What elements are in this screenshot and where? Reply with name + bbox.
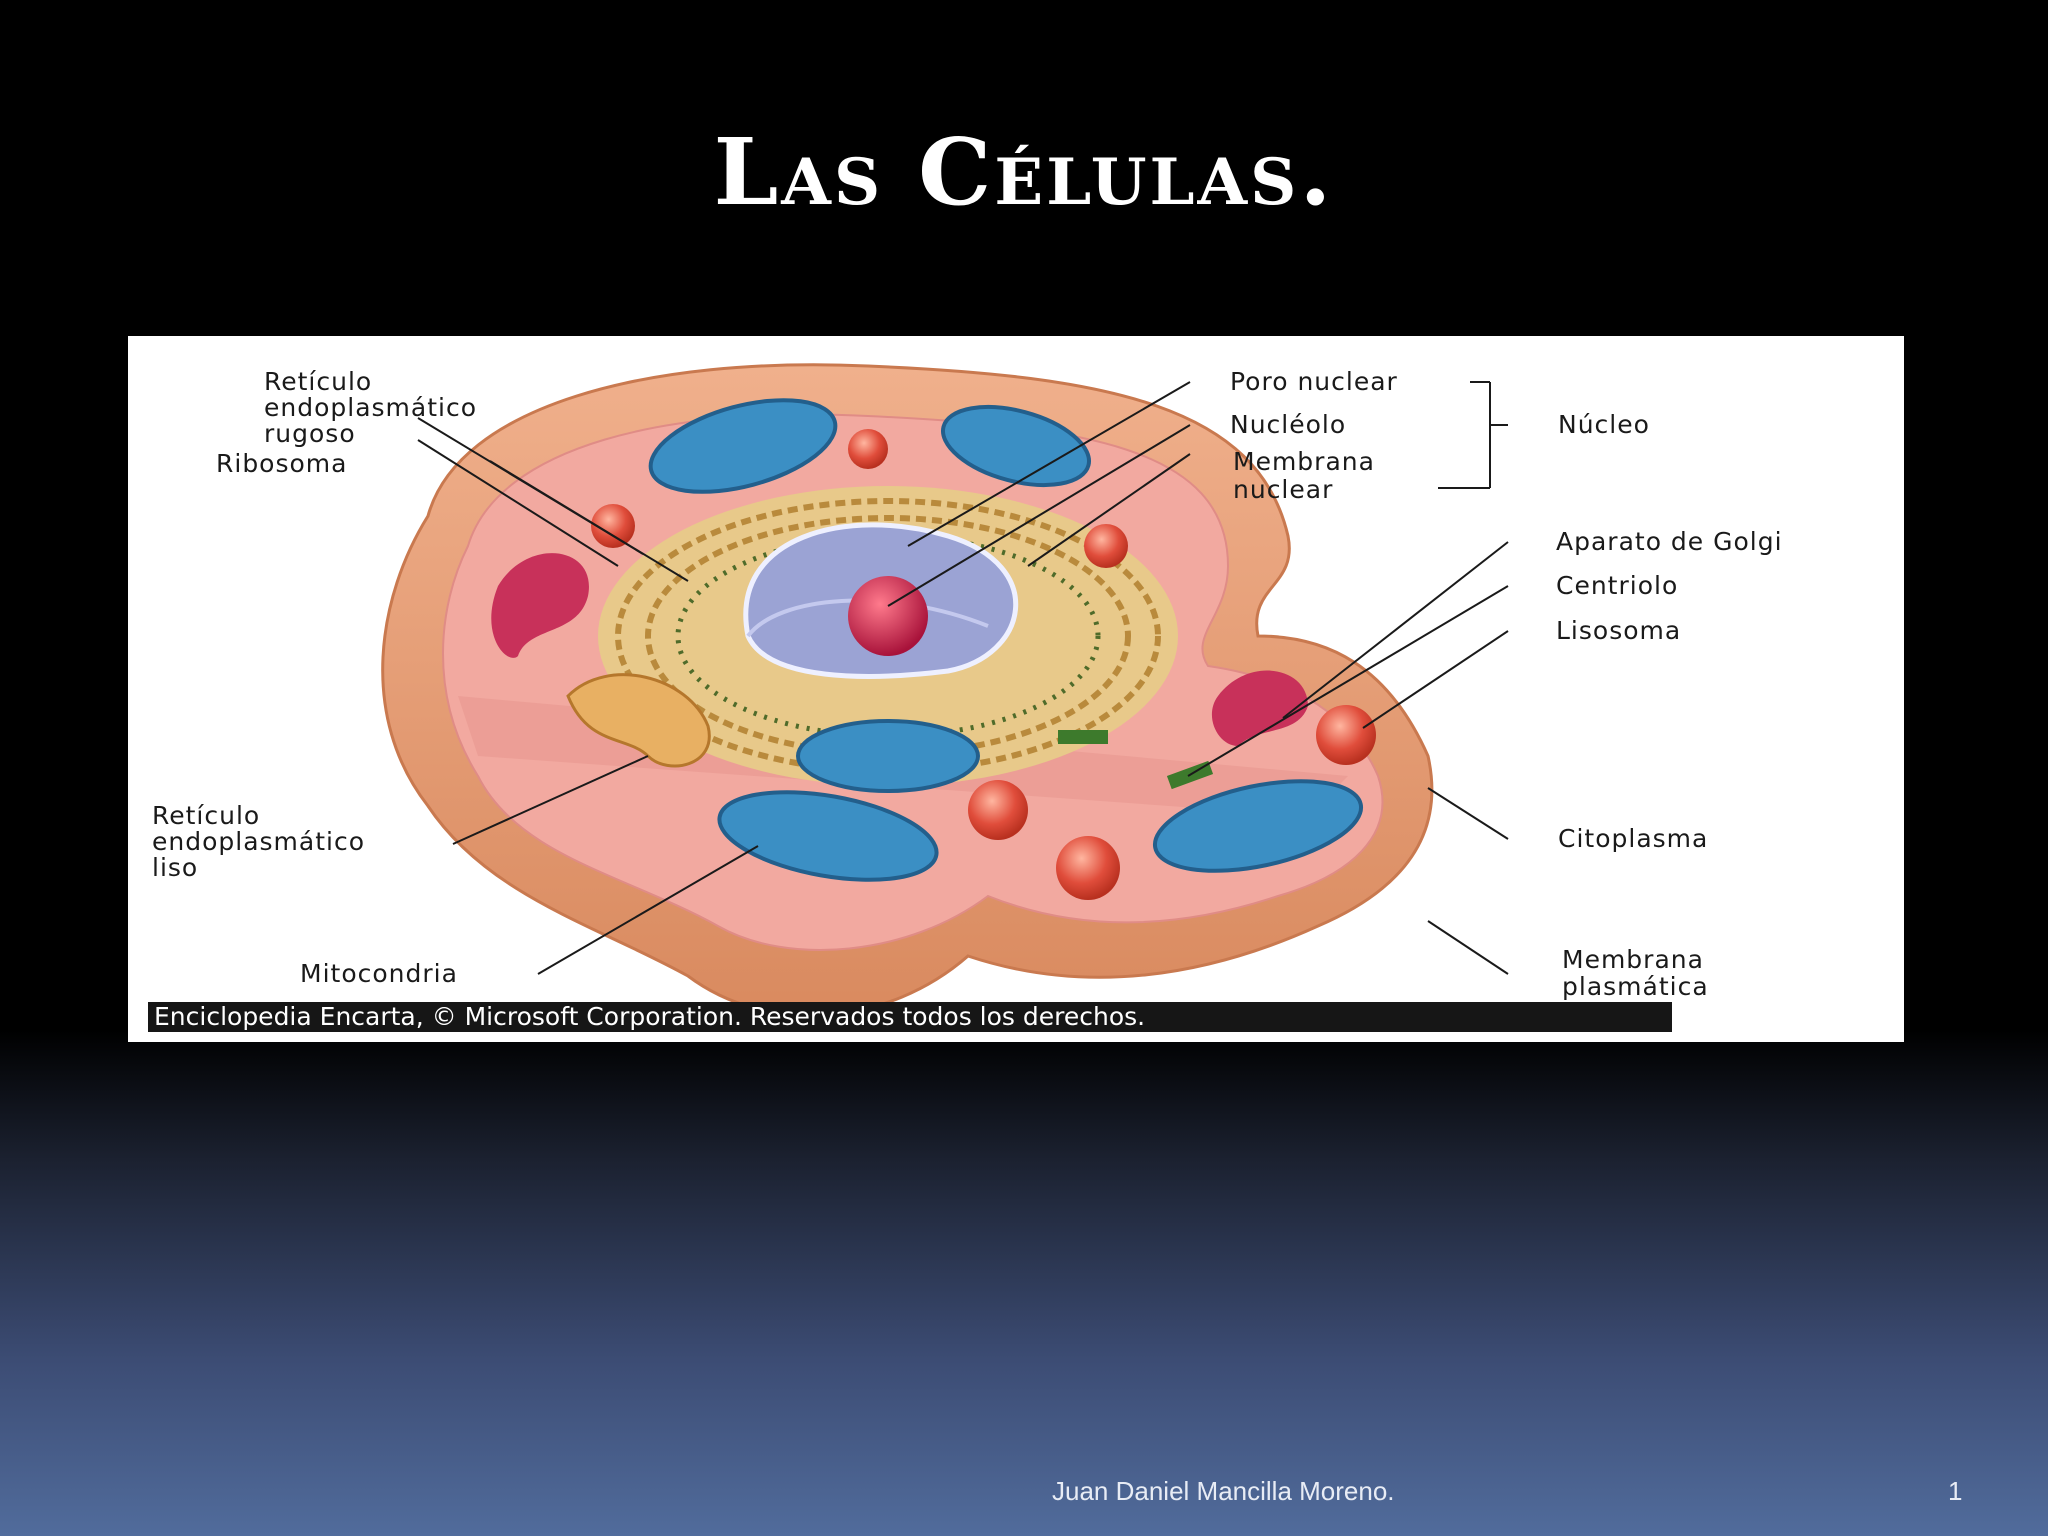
label-nucleolo: Nucléolo xyxy=(1230,410,1346,439)
label-membrana-nuclear-1: Membrana xyxy=(1233,447,1375,476)
slide-footer: Juan Daniel Mancilla Moreno. xyxy=(1052,1476,1395,1506)
label-lisosoma: Lisosoma xyxy=(1556,616,1681,645)
slide-title: Las Células. xyxy=(713,118,1335,226)
mitochondria xyxy=(648,398,1364,882)
label-reticulo-liso-1: Retículo xyxy=(152,801,260,830)
label-membrana-plasmatica-2: plasmática xyxy=(1562,972,1709,1001)
nucleus xyxy=(743,522,1019,679)
label-centriolo: Centriolo xyxy=(1556,571,1678,600)
copyright-text: Enciclopedia Encarta, © Microsoft Corpor… xyxy=(154,1002,1146,1031)
smooth-er xyxy=(566,673,711,768)
label-reticulo-rugoso-3: rugoso xyxy=(264,419,356,448)
label-citoplasma: Citoplasma xyxy=(1558,824,1708,853)
page-number: 1 xyxy=(1948,1476,1963,1506)
cell-diagram: Retículo endoplasmático rugoso Ribosoma … xyxy=(128,336,1904,1042)
label-mitocondria: Mitocondria xyxy=(300,959,458,988)
lysosomes xyxy=(591,429,1376,900)
label-ribosoma: Ribosoma xyxy=(216,449,347,478)
copyright-bar xyxy=(148,1002,1672,1032)
label-reticulo-liso-2: endoplasmático xyxy=(152,827,365,856)
golgi-apparatus xyxy=(491,553,1308,746)
label-aparato-golgi: Aparato de Golgi xyxy=(1556,527,1783,556)
leader-lines xyxy=(417,381,1509,975)
label-membrana-plasmatica-1: Membrana xyxy=(1562,945,1704,974)
cell-illustration: Retículo endoplasmático rugoso Ribosoma … xyxy=(152,363,1783,1017)
label-reticulo-liso-3: liso xyxy=(152,853,198,882)
diagram-labels: Retículo endoplasmático rugoso Ribosoma … xyxy=(152,367,1783,1001)
label-poro-nuclear: Poro nuclear xyxy=(1230,367,1398,396)
label-membrana-nuclear-2: nuclear xyxy=(1233,475,1333,504)
label-reticulo-rugoso-1: Retículo xyxy=(264,367,372,396)
label-nucleo: Núcleo xyxy=(1558,410,1650,439)
label-reticulo-rugoso-2: endoplasmático xyxy=(264,393,477,422)
